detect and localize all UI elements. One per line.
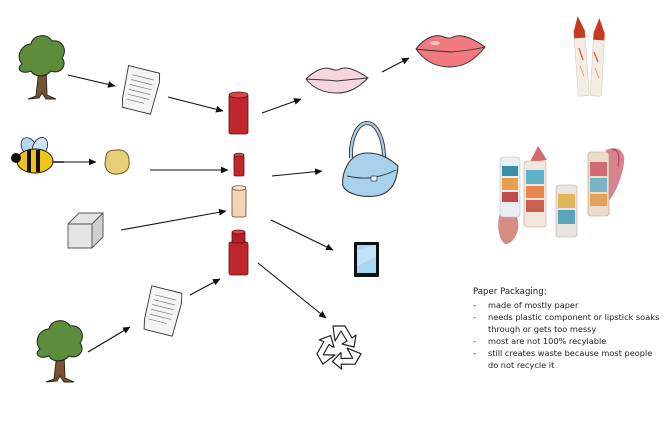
lipstick-tube-icon — [229, 92, 248, 134]
tree-icon — [37, 321, 82, 382]
arrow-tube-to-tablet — [271, 220, 333, 250]
lipstick-tube-icon — [229, 230, 248, 275]
bee-icon — [11, 135, 64, 173]
arrow-tube-to-bag — [272, 171, 322, 176]
tree-icon — [19, 36, 64, 99]
lips-icon — [416, 36, 485, 67]
notes-item: made of mostly paper — [473, 299, 663, 311]
arrow-tube-to-lips — [262, 99, 301, 113]
arrow-tree2-to-paper2 — [88, 327, 130, 352]
arrow-tree-to-paper — [68, 75, 115, 86]
wax-blob-icon — [105, 150, 129, 174]
tablet-icon — [354, 242, 379, 277]
notes-item: needs plastic component or lipstick soak… — [473, 311, 663, 335]
recycle-icon — [311, 326, 361, 374]
paper-packaging-notes: Paper Packaging: made of mostly paper ne… — [473, 286, 663, 371]
arrow-tube-to-recycle — [258, 263, 326, 318]
paper-sheet-icon — [141, 286, 184, 337]
handbag-icon — [343, 123, 398, 196]
arrow-paper-to-tube — [168, 97, 223, 111]
notes-list: made of mostly paper needs plastic compo… — [473, 299, 663, 371]
lipstick-tube-icon — [234, 153, 244, 176]
notes-item: still creates waste because most people … — [473, 347, 663, 371]
cube-icon — [68, 213, 103, 248]
paper-sheet-icon — [118, 66, 161, 115]
lipstick-tube-icon — [232, 186, 246, 217]
arrow-lips-to-lips — [382, 58, 409, 72]
arrow-paper2-to-tube — [190, 279, 220, 295]
notes-item: most are not 100% recylable — [473, 335, 663, 347]
notes-title: Paper Packaging: — [473, 286, 663, 298]
lips-icon — [306, 68, 368, 93]
paper-lipstick-tubes-photo — [498, 146, 624, 244]
crayon-lipstick-photo — [573, 16, 606, 97]
arrow-cube-to-tube — [121, 211, 226, 230]
